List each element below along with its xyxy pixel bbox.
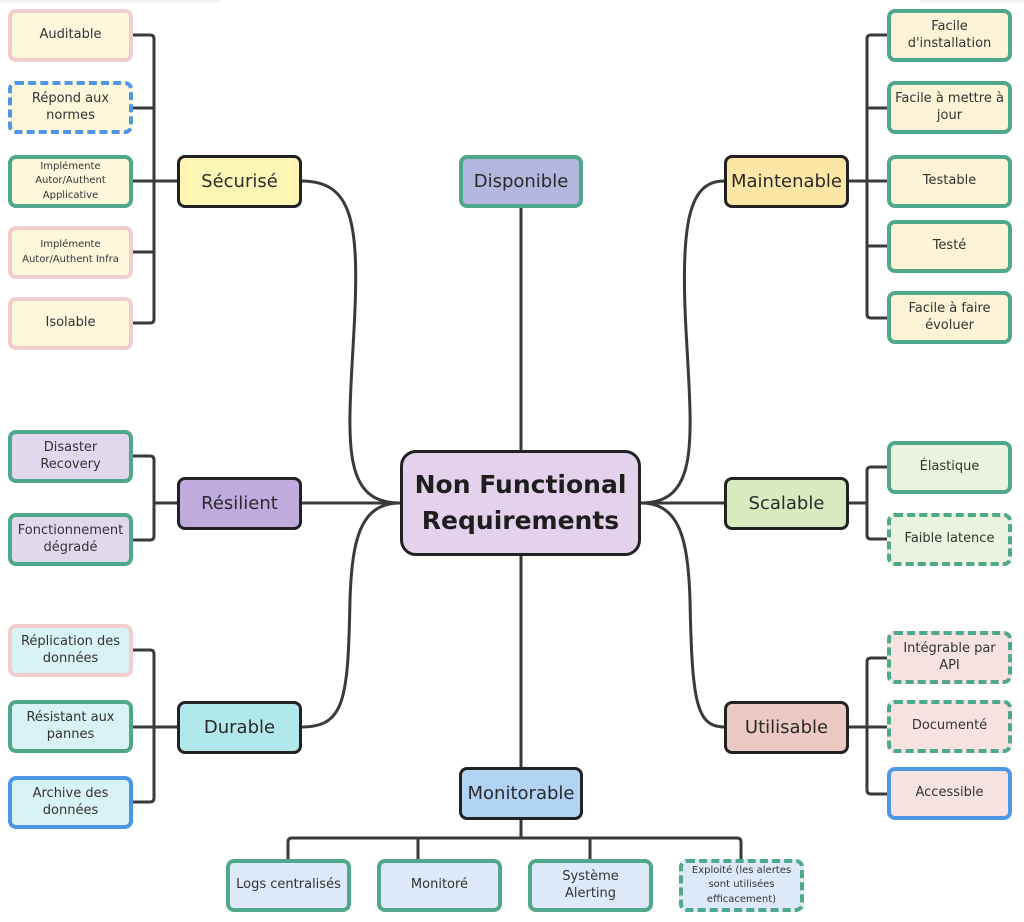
leaf-label: Archive des données [32,785,109,818]
category-monitorable[interactable]: Monitorable [459,767,583,820]
connector-center-securise [299,179,402,505]
connector-center-durable [299,501,402,729]
category-scalable[interactable]: Scalable [724,477,849,530]
center-node[interactable]: Non Functional Requirements [400,450,641,556]
category-durable-label: Durable [203,716,276,738]
connector-center-utilisable [639,501,726,729]
bracket-utilisable [846,656,889,796]
leaf-auditable[interactable]: Auditable [8,9,133,62]
leaf-label: Intégrable par API [903,640,996,673]
category-disponible-label: Disponible [473,170,569,192]
leaf-label: Implémente Autor/Authent Applicative [35,160,106,201]
category-durable[interactable]: Durable [177,701,302,754]
leaf-teste[interactable]: Testé [887,220,1012,273]
leaf-elastique[interactable]: Élastique [887,441,1012,494]
category-utilisable[interactable]: Utilisable [724,701,849,754]
leaf-label: Auditable [39,27,102,43]
leaf-label: Exploité (les alertes sont utilisées eff… [691,864,792,905]
leaf-exploite[interactable]: Exploité (les alertes sont utilisées eff… [679,859,804,912]
leaf-integrable-api[interactable]: Intégrable par API [887,631,1012,684]
category-utilisable-label: Utilisable [744,716,829,738]
leaf-label: Répond aux normes [31,90,110,123]
leaf-label: Isolable [45,315,96,331]
leaf-label: Logs centralisés [236,877,341,893]
bracket-maintenable [846,33,889,320]
top-shadow-right [920,0,1024,4]
leaf-monitore[interactable]: Monitoré [377,859,502,912]
category-maintenable-label: Maintenable [730,170,843,192]
leaf-repond-aux-normes[interactable]: Répond aux normes [8,81,133,134]
leaf-isolable[interactable]: Isolable [8,297,133,350]
leaf-label: Testé [932,238,967,254]
category-securise[interactable]: Sécurisé [177,155,302,208]
bracket-scalable [846,465,889,541]
bracket-monitorable [286,817,743,862]
leaf-resistant-aux-pannes[interactable]: Résistant aux pannes [8,700,133,753]
leaf-facile-installation[interactable]: Facile d'installation [887,9,1012,62]
leaf-accessible[interactable]: Accessible [887,767,1012,820]
connector-center-maintenable [639,179,726,505]
bracket-securise [130,33,179,325]
center-label-line1: Non Functional [414,469,627,499]
leaf-systeme-alerting[interactable]: Système Alerting [528,859,653,912]
leaf-label: Facile à faire évoluer [908,300,991,333]
leaf-archive-donnees[interactable]: Archive des données [8,776,133,829]
leaf-label: Résistant aux pannes [26,709,115,742]
leaf-label: Disaster Recovery [40,439,101,472]
leaf-replication-donnees[interactable]: Réplication des données [8,624,133,677]
leaf-facile-faire-evoluer[interactable]: Facile à faire évoluer [887,291,1012,344]
leaf-autor-authent-infra[interactable]: Implémente Autor/Authent Infra [8,226,133,279]
leaf-fonctionnement-degrade[interactable]: Fonctionnement dégradé [8,513,133,566]
leaf-label: Monitoré [410,877,469,893]
center-label-line2: Requirements [421,506,620,535]
top-shadow-left [0,0,220,4]
leaf-label: Fonctionnement dégradé [17,522,124,555]
leaf-label: Élastique [919,459,980,475]
leaf-documente[interactable]: Documenté [887,700,1012,753]
category-maintenable[interactable]: Maintenable [724,155,849,208]
leaf-facile-mettre-a-jour[interactable]: Facile à mettre à jour [887,81,1012,134]
category-disponible[interactable]: Disponible [459,155,583,208]
leaf-testable[interactable]: Testable [887,155,1012,208]
category-resilient[interactable]: Résilient [177,477,302,530]
bracket-resilient [130,454,179,542]
bracket-durable [130,648,179,804]
leaf-logs-centralises[interactable]: Logs centralisés [226,859,351,912]
leaf-label: Faible latence [904,531,995,547]
leaf-label: Facile à mettre à jour [895,90,1004,123]
category-monitorable-label: Monitorable [467,782,575,804]
category-securise-label: Sécurisé [201,170,278,192]
leaf-label: Implémente Autor/Authent Infra [22,239,119,265]
leaf-label: Documenté [911,718,988,734]
category-scalable-label: Scalable [748,492,825,514]
leaf-autor-authent-applicative[interactable]: Implémente Autor/Authent Applicative [8,155,133,208]
leaf-faible-latence[interactable]: Faible latence [887,513,1012,566]
leaf-label: Accessible [915,785,984,801]
leaf-label: Réplication des données [20,633,121,666]
leaf-disaster-recovery[interactable]: Disaster Recovery [8,430,133,483]
leaf-label: Facile d'installation [907,18,992,51]
leaf-label: Testable [922,173,977,189]
category-resilient-label: Résilient [201,492,278,514]
leaf-label: Système Alerting [562,868,619,901]
